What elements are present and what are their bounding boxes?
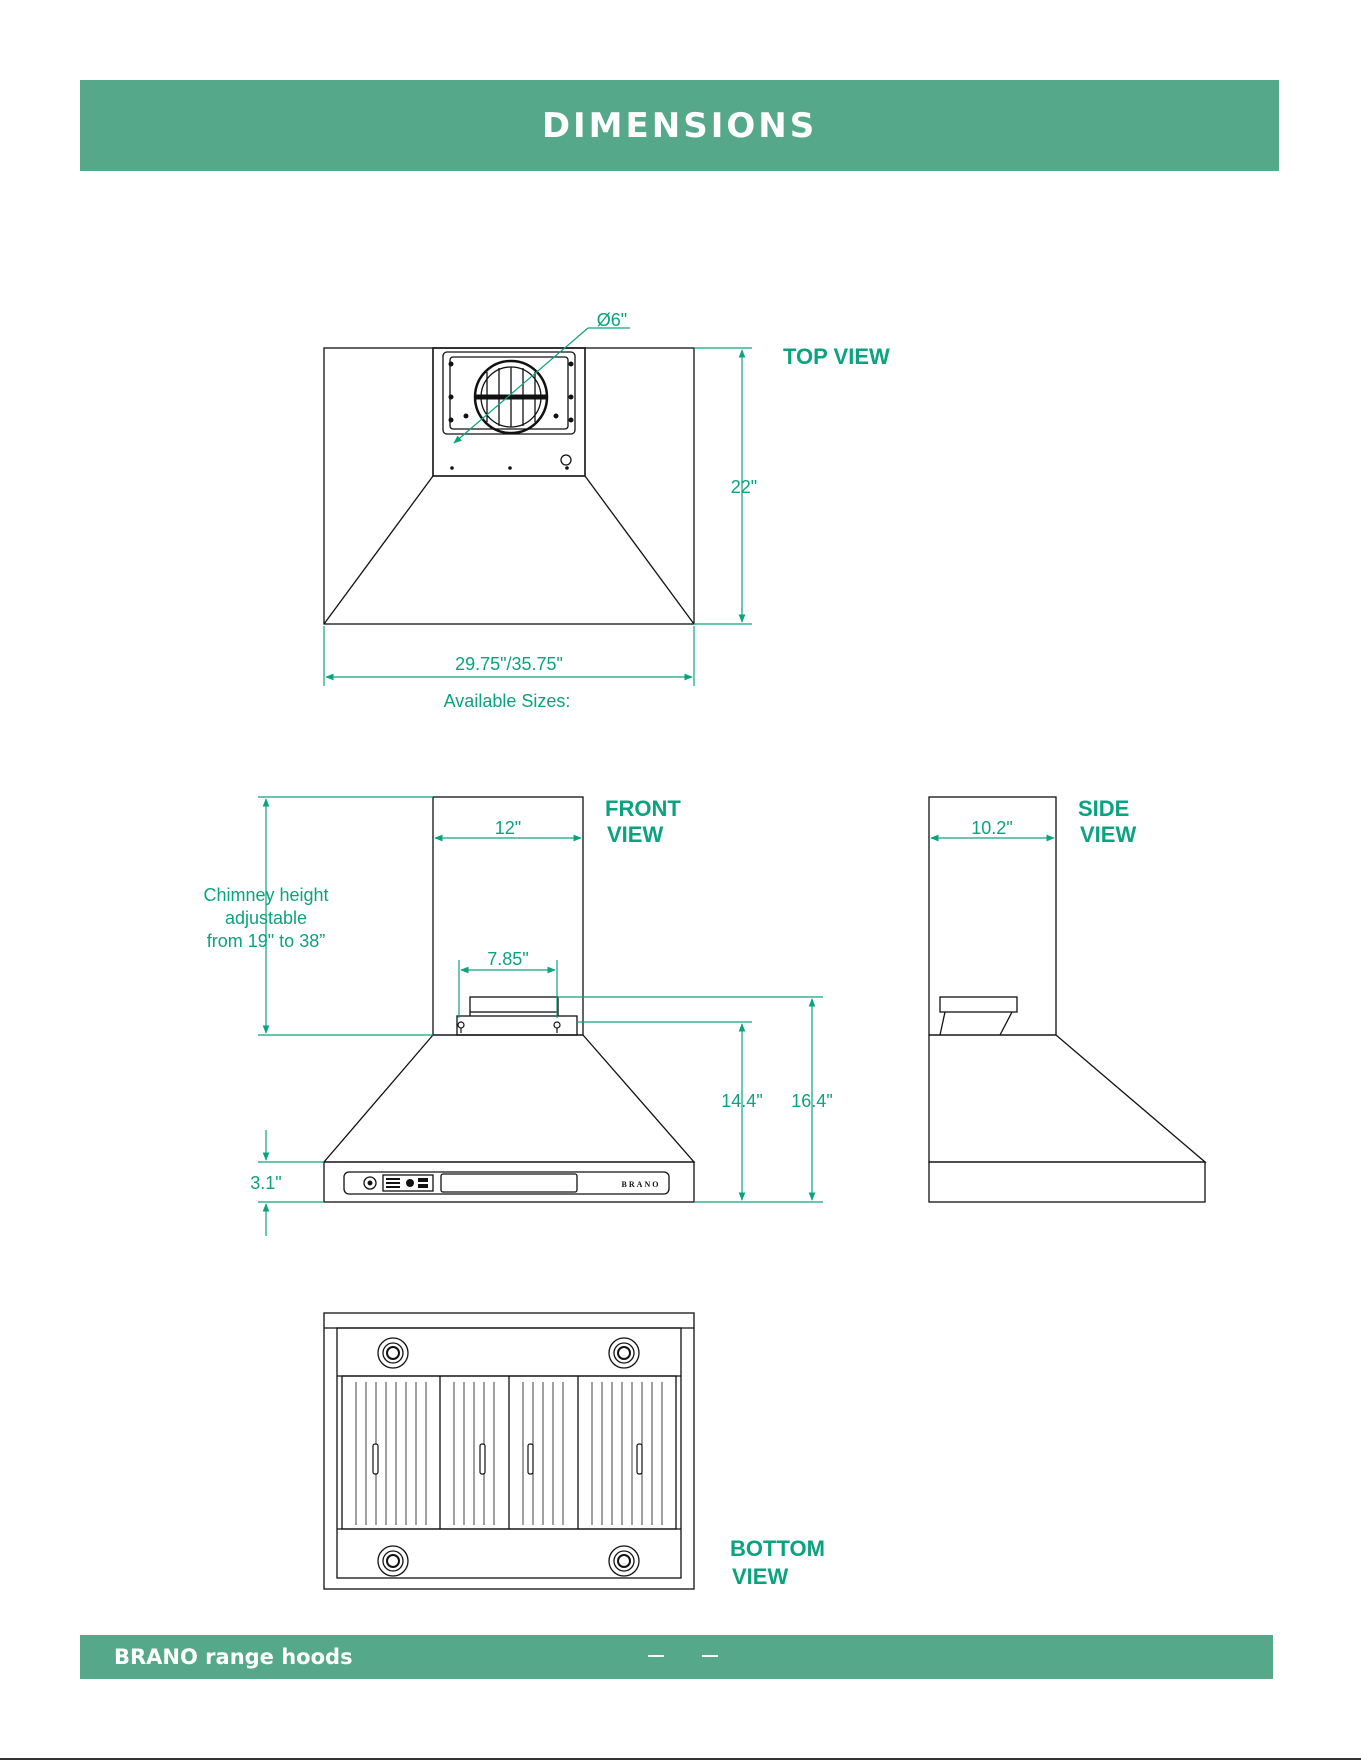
front-view-title-line1: FRONT — [605, 796, 681, 821]
side-view-title-line1: SIDE — [1078, 796, 1129, 821]
keyhole-icon-right — [554, 1022, 560, 1033]
footer-brand: BRANO range hoods — [114, 1645, 353, 1669]
top-width-label: 29.75"/35.75" — [455, 654, 563, 674]
keyhole-icon-left — [458, 1022, 464, 1033]
top-view-drawing — [324, 348, 694, 624]
chimney-note-line2: adjustable — [225, 908, 307, 928]
chimney-note-line1: Chimney height — [203, 885, 328, 905]
available-sizes-label: Available Sizes: — [444, 691, 571, 711]
total-height-label: 16.4" — [791, 1091, 832, 1111]
side-view-title-line2: VIEW — [1080, 822, 1136, 847]
footer-dash — [702, 1655, 718, 1657]
bottom-view-title-line2: VIEW — [732, 1564, 788, 1589]
chimney-width-label: 12" — [495, 818, 521, 838]
chimney-depth-label: 10.2" — [971, 818, 1012, 838]
top-depth-label: 22" — [731, 477, 757, 497]
front-view-title-line2: VIEW — [607, 822, 663, 847]
footer-dash — [648, 1655, 664, 1657]
light-icon-bottom-right — [609, 1546, 639, 1576]
page-bottom-rule — [0, 1758, 1361, 1760]
hood-height-label: 14.4" — [721, 1091, 762, 1111]
control-panel-marks — [386, 1178, 428, 1188]
front-panel-height-label: 3.1" — [250, 1173, 281, 1193]
panel-brand: BRANO — [622, 1180, 661, 1189]
bottom-view-title-line1: BOTTOM — [730, 1536, 825, 1561]
light-icon-bottom-left — [378, 1546, 408, 1576]
front-view-drawing — [324, 797, 694, 1202]
top-view-title: TOP VIEW — [783, 344, 890, 369]
chimney-note-line3: from 19" to 38” — [207, 931, 325, 951]
light-icon-top-right — [609, 1338, 639, 1368]
light-icon-top-left — [378, 1338, 408, 1368]
footer-banner: BRANO range hoods — [80, 1635, 1273, 1679]
side-view-drawing — [929, 797, 1205, 1202]
duct-diameter-label: Ø6" — [597, 310, 627, 330]
top-view-dimensions — [324, 328, 752, 686]
bracket-width-label: 7.85" — [487, 949, 528, 969]
